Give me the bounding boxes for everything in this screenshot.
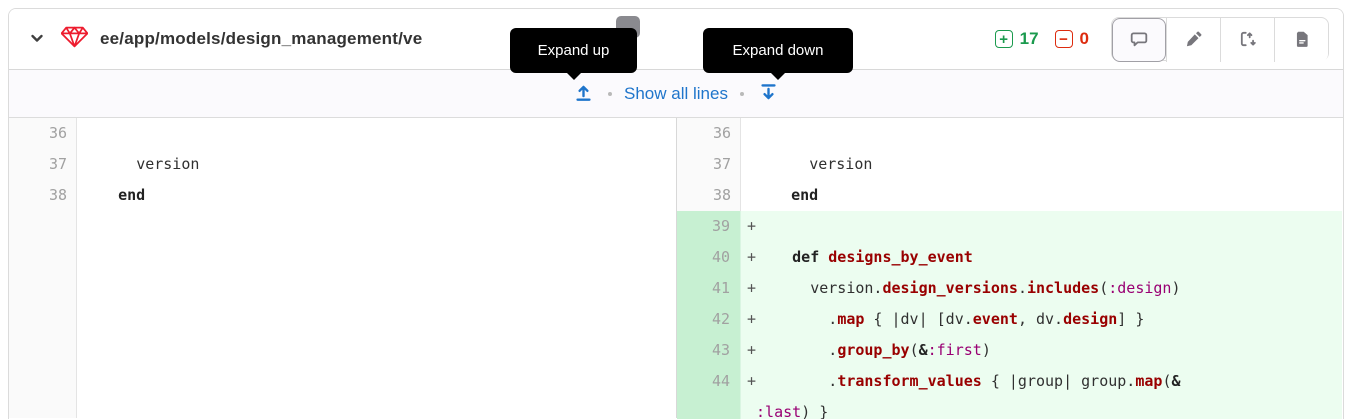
code-cell <box>77 118 676 149</box>
code-content <box>82 118 676 149</box>
chevron-down-icon <box>29 30 45 49</box>
expand-down-tooltip: Expand down <box>703 28 853 80</box>
code-content: version.design_versions.includes(:design… <box>756 279 1181 297</box>
line-number[interactable]: 38 <box>712 186 731 204</box>
view-file-button[interactable] <box>1274 18 1328 62</box>
diff-marker: + <box>747 217 757 235</box>
diff-row: 38 end <box>677 180 1342 211</box>
line-number[interactable]: 36 <box>48 124 67 142</box>
line-number[interactable]: 44 <box>677 366 741 419</box>
code-content: .transform_values { |group| group.map(&:… <box>756 372 1181 419</box>
gitlab-gem-icon <box>60 24 89 54</box>
code-cell: + .map { |dv| [dv.event, dv.design] } <box>741 304 1342 335</box>
minus-box-icon: − <box>1054 30 1073 48</box>
code-cell: + def designs_by_event <box>741 242 1342 273</box>
diff-row: 39 + <box>677 211 1342 242</box>
code-content: end <box>118 186 146 204</box>
line-number[interactable]: 43 <box>677 335 741 366</box>
code-content: version <box>82 155 200 173</box>
edit-file-button[interactable] <box>1166 18 1220 62</box>
code-content: def designs_by_event <box>792 248 973 266</box>
file-actions-group <box>1111 17 1329 62</box>
code-cell: version <box>77 149 676 180</box>
code-cell: + .group_by(&:first) <box>741 335 1342 366</box>
code-content: end <box>791 186 819 204</box>
expand-up-button[interactable] <box>570 81 596 107</box>
line-number[interactable]: 41 <box>677 273 741 304</box>
collapse-file-button[interactable] <box>23 25 51 53</box>
show-all-lines-link[interactable]: Show all lines <box>624 83 728 103</box>
deletions-stat: − 0 <box>1054 29 1089 49</box>
diff-row: 37 version <box>9 149 676 180</box>
code-cell: version <box>741 149 1342 180</box>
code-cell: + .transform_values { |group| group.map(… <box>741 366 1342 419</box>
code-content <box>755 118 1342 149</box>
comment-icon <box>1130 30 1148 51</box>
code-content <box>756 211 1342 242</box>
code-content: version <box>755 155 873 173</box>
line-number[interactable]: 42 <box>677 304 741 335</box>
plus-box-icon: + <box>994 30 1013 48</box>
diff-row: 36 <box>9 118 676 149</box>
diff-row: 43+ .group_by(&:first) <box>677 335 1342 366</box>
expand-down-icon <box>759 83 778 105</box>
expand-lines-bar: Show all lines <box>9 70 1343 118</box>
diff-marker: + <box>747 341 757 359</box>
line-number[interactable]: 40 <box>677 242 741 273</box>
line-number[interactable]: 37 <box>712 155 731 173</box>
diff-marker: + <box>747 248 757 266</box>
diff-marker: + <box>747 372 757 390</box>
diff-file-card: ee/app/models/design_management/ve + 17 … <box>8 8 1344 419</box>
diff-row: 44+ .transform_values { |group| group.ma… <box>677 366 1342 419</box>
additions-count: 17 <box>1019 29 1039 48</box>
line-number[interactable]: 37 <box>48 155 67 173</box>
compare-versions-icon <box>1239 30 1257 51</box>
line-number[interactable]: 38 <box>48 186 67 204</box>
file-icon <box>1293 30 1311 51</box>
compare-versions-button[interactable] <box>1220 18 1274 62</box>
diff-marker: + <box>747 279 757 297</box>
deletions-count: 0 <box>1079 29 1089 48</box>
code-cell: end <box>741 180 1342 211</box>
diff-marker <box>741 118 755 149</box>
code-cell: end <box>77 180 676 211</box>
diff-row: 38 end <box>9 180 676 211</box>
expand-down-button[interactable] <box>756 81 782 107</box>
code-cell: + <box>741 211 1342 242</box>
diff-row: 37 version <box>677 149 1342 180</box>
expand-up-icon <box>574 83 593 105</box>
diff-marker <box>741 180 755 211</box>
diff-row: 41+ version.design_versions.includes(:de… <box>677 273 1342 304</box>
additions-stat: + 17 <box>994 29 1039 49</box>
code-cell: + version.design_versions.includes(:desi… <box>741 273 1342 304</box>
diff-row: 40+ def designs_by_event <box>677 242 1342 273</box>
file-path-link[interactable]: ee/app/models/design_management/ve <box>100 29 423 48</box>
diff-marker <box>741 149 755 180</box>
separator-dot <box>739 91 744 96</box>
pencil-icon <box>1185 30 1203 51</box>
file-header: ee/app/models/design_management/ve + 17 … <box>9 9 1343 70</box>
code-content: .group_by(&:first) <box>756 341 991 359</box>
code-cell <box>741 118 1342 149</box>
separator-dot <box>608 91 613 96</box>
code-content: .map { |dv| [dv.event, dv.design] } <box>756 310 1145 328</box>
diff-row: 36 <box>677 118 1342 149</box>
expand-up-tooltip: Expand up <box>510 28 637 80</box>
diff-row: 42+ .map { |dv| [dv.event, dv.design] } <box>677 304 1342 335</box>
line-number[interactable]: 36 <box>712 124 731 142</box>
line-number[interactable]: 39 <box>677 211 741 242</box>
toggle-comments-button[interactable] <box>1112 18 1166 62</box>
diff-marker: + <box>747 310 757 328</box>
